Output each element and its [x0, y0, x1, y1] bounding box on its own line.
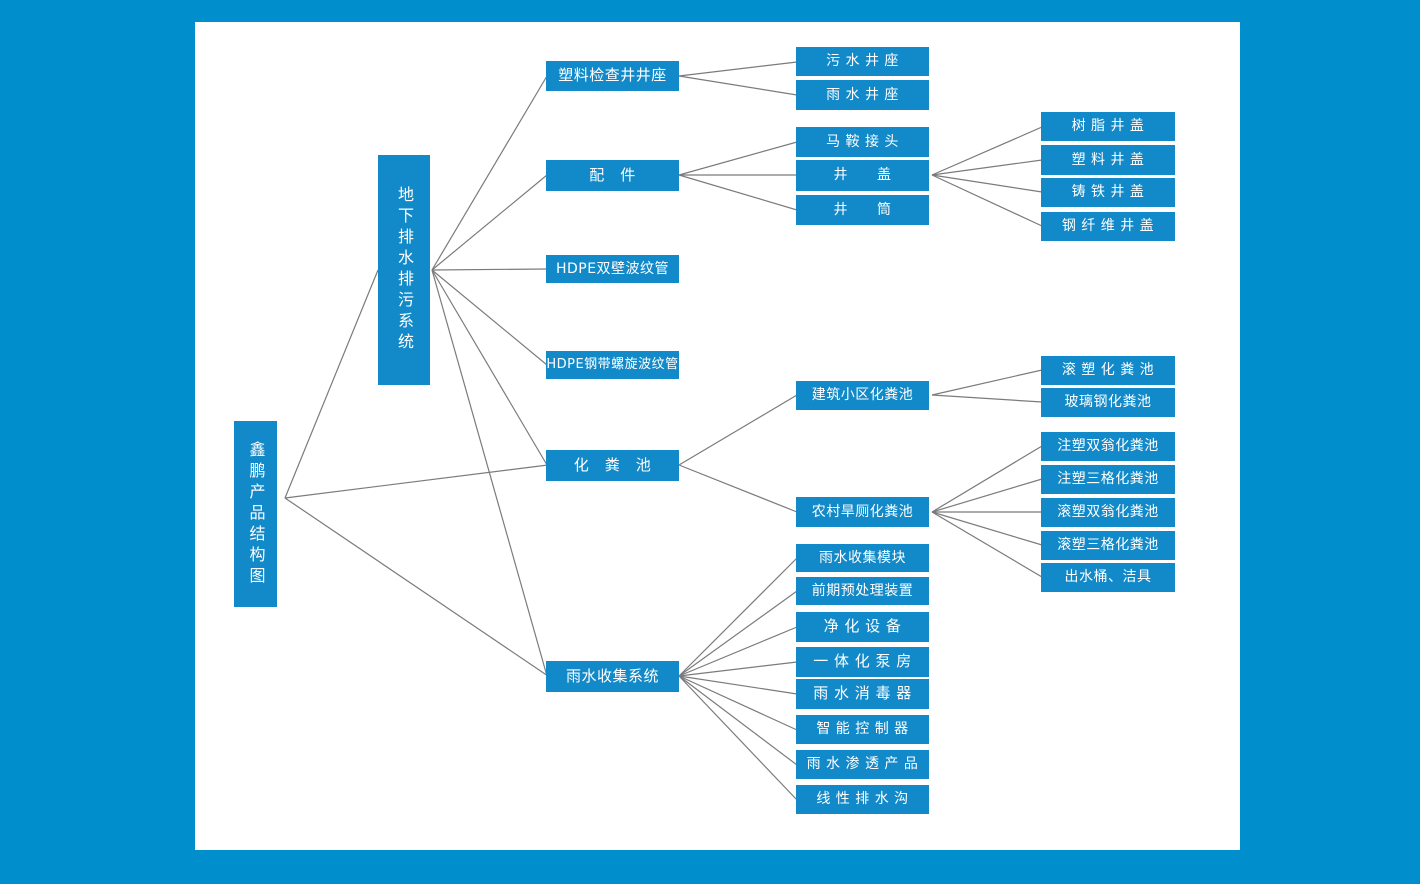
node-rainwater-collection-system[interactable]: 雨水收集系统 — [546, 661, 679, 692]
node-pre-treatment-device[interactable]: 前期预处理装置 — [796, 577, 929, 605]
node-plastic-well-cover[interactable]: 塑 料 井 盖 — [1041, 145, 1175, 175]
node-purification-equipment[interactable]: 净 化 设 备 — [796, 612, 929, 642]
node-cast-iron-well-cover[interactable]: 铸 铁 井 盖 — [1041, 178, 1175, 207]
node-integrated-pump-house[interactable]: 一 体 化 泵 房 — [796, 647, 929, 677]
node-rotomolded-double-weng-septic-tank[interactable]: 滚塑双翁化粪池 — [1041, 498, 1175, 527]
node-outlet-bucket-sanitary-ware[interactable]: 出水桶、洁具 — [1041, 563, 1175, 592]
node-rotomolded-three-grid-septic-tank[interactable]: 滚塑三格化粪池 — [1041, 531, 1175, 560]
node-rural-toilet-septic-tank[interactable]: 农村旱厕化粪池 — [796, 497, 929, 527]
node-underground-drainage[interactable]: 地下排水排污系统 — [378, 155, 430, 385]
node-smart-controller[interactable]: 智 能 控 制 器 — [796, 715, 929, 744]
node-well-shaft[interactable]: 井 筒 — [796, 195, 929, 225]
node-rainwater-permeable-products[interactable]: 雨 水 渗 透 产 品 — [796, 750, 929, 779]
node-rainwater-collection-module[interactable]: 雨水收集模块 — [796, 544, 929, 572]
node-steel-fiber-well-cover[interactable]: 钢 纤 维 井 盖 — [1041, 212, 1175, 241]
node-rotomolded-septic-tank[interactable]: 滚 塑 化 粪 池 — [1041, 356, 1175, 385]
node-well-cover[interactable]: 井 盖 — [796, 160, 929, 191]
node-community-septic-tank[interactable]: 建筑小区化粪池 — [796, 381, 929, 410]
node-frp-septic-tank[interactable]: 玻璃钢化粪池 — [1041, 388, 1175, 417]
node-linear-drainage-channel[interactable]: 线 性 排 水 沟 — [796, 785, 929, 814]
node-plastic-inspection-well-base[interactable]: 塑料检查井井座 — [546, 61, 679, 91]
node-saddle-joint[interactable]: 马 鞍 接 头 — [796, 127, 929, 157]
node-injection-double-weng-septic-tank[interactable]: 注塑双翁化粪池 — [1041, 432, 1175, 461]
node-sewage-well-base[interactable]: 污 水 井 座 — [796, 47, 929, 76]
node-fittings[interactable]: 配 件 — [546, 160, 679, 191]
node-rainwater-well-base[interactable]: 雨 水 井 座 — [796, 80, 929, 110]
node-root[interactable]: 鑫鹏产品结构图 — [234, 421, 277, 607]
node-hdpe-steel-spiral-pipe[interactable]: HDPE钢带螺旋波纹管 — [546, 351, 679, 379]
node-septic-tank[interactable]: 化 粪 池 — [546, 450, 679, 481]
node-rainwater-disinfector[interactable]: 雨 水 消 毒 器 — [796, 679, 929, 709]
node-hdpe-double-wall-pipe[interactable]: HDPE双壁波纹管 — [546, 255, 679, 283]
node-resin-well-cover[interactable]: 树 脂 井 盖 — [1041, 112, 1175, 141]
node-injection-three-grid-septic-tank[interactable]: 注塑三格化粪池 — [1041, 465, 1175, 494]
